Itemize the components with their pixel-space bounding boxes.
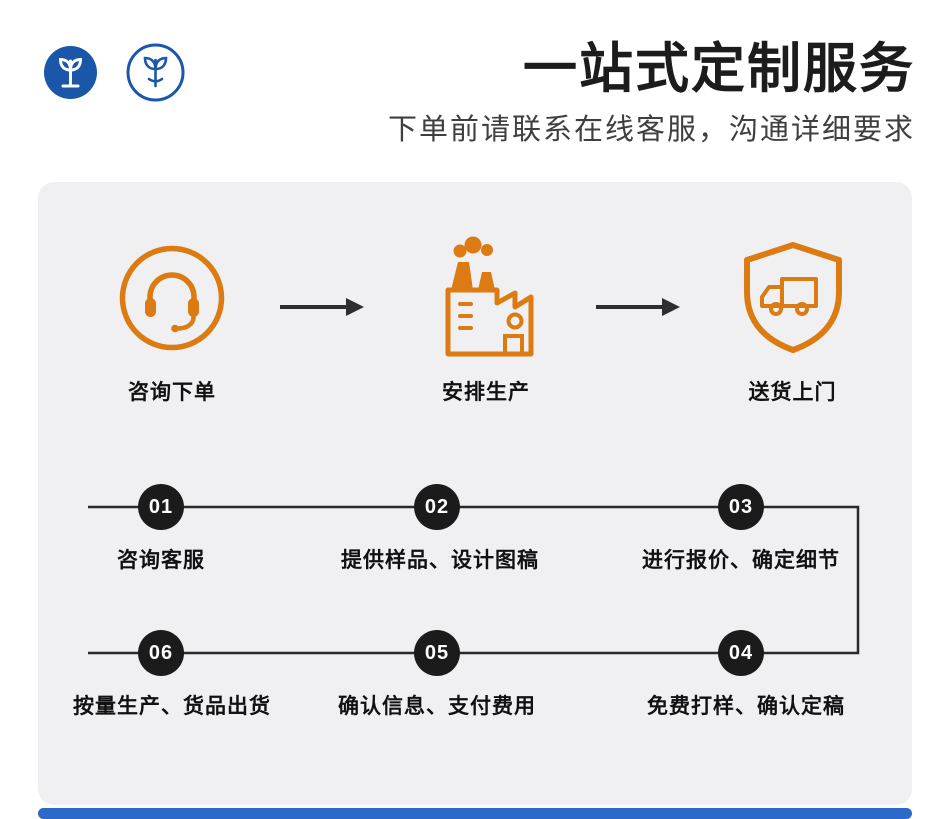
flow-step-label: 提供样品、设计图稿 bbox=[341, 549, 539, 572]
step-label-production: 安排生产 bbox=[442, 381, 530, 404]
flow-step-number: 03 bbox=[718, 484, 764, 530]
process-step-delivery: 送货上门 bbox=[710, 234, 875, 406]
footer-accent-bar bbox=[38, 808, 912, 819]
factory-icon bbox=[427, 234, 545, 362]
page-subtitle: 下单前请联系在线客服，沟通详细要求 bbox=[387, 114, 915, 146]
flow-step-label: 确认信息、支付费用 bbox=[338, 695, 536, 718]
flow-step-label: 免费打样、确认定稿 bbox=[647, 695, 845, 718]
page-title: 一站式定制服务 bbox=[523, 39, 915, 99]
flow-step-label: 咨询客服 bbox=[117, 549, 205, 572]
flow-step-number: 01 bbox=[138, 484, 184, 530]
flow-step-label: 按量生产、货品出货 bbox=[73, 695, 271, 718]
shield-truck-icon bbox=[737, 234, 849, 362]
arrow-right-icon bbox=[278, 296, 364, 318]
process-step-production: 安排生产 bbox=[406, 234, 566, 406]
arrow-right-icon bbox=[594, 296, 680, 318]
flow-step-number: 06 bbox=[138, 630, 184, 676]
brand-logo-outline-icon bbox=[126, 43, 185, 102]
flow-step-label: 进行报价、确定细节 bbox=[642, 549, 840, 572]
brand-logo-filled-icon bbox=[44, 46, 97, 99]
process-card: 咨询下单 bbox=[38, 182, 912, 805]
flow-step-number: 05 bbox=[414, 630, 460, 676]
process-step-consult: 咨询下单 bbox=[92, 234, 252, 406]
flow-step-number: 02 bbox=[414, 484, 460, 530]
step-label-consult: 咨询下单 bbox=[128, 381, 216, 404]
headset-icon bbox=[119, 234, 225, 362]
flow-step-number: 04 bbox=[718, 630, 764, 676]
step-label-delivery: 送货上门 bbox=[748, 381, 837, 404]
